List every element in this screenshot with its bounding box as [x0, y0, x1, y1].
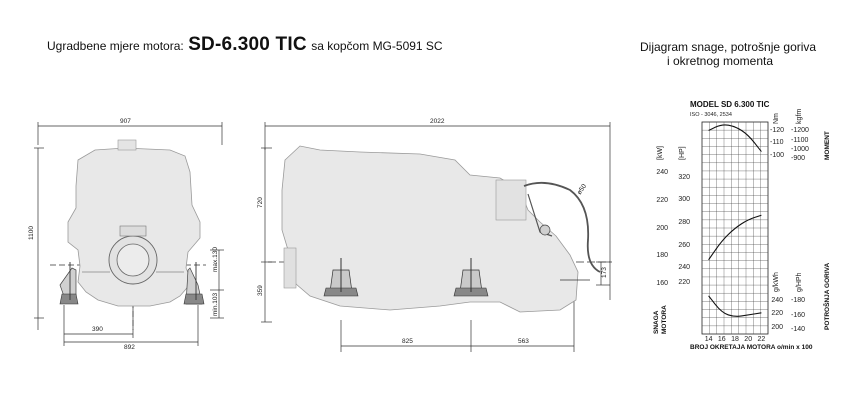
tick-gkwh: 200 — [771, 324, 783, 331]
front-view-body — [59, 139, 205, 307]
dim-base-width: 892 — [124, 344, 135, 351]
tick-kw: 200 — [656, 225, 668, 232]
tick-hp: 220 — [678, 279, 690, 286]
tick-kgfm: -1200 — [791, 127, 809, 134]
label-x-axis: BROJ OKRETAJA MOTORA o/min x 100 — [690, 344, 813, 351]
performance-diagram: MODEL SD 6.300 TIC ISO - 3046, 2534 2402… — [653, 100, 831, 351]
tick-hp: 320 — [678, 174, 690, 181]
label-motora: MOTORA — [661, 305, 668, 334]
curve-potro-nja-goriva — [708, 295, 762, 317]
label-snaga: SNAGA — [653, 310, 660, 334]
header-prefix: Ugradbene mjere motora: — [47, 39, 184, 53]
dim-offset: 173 — [601, 267, 608, 278]
dim-front-height: 1100 — [28, 226, 35, 240]
tick-hp: 280 — [678, 219, 690, 226]
tick-gkwh: 220 — [771, 310, 783, 317]
tick-kgfm: -1000 — [791, 146, 809, 153]
dim-half-width: 390 — [92, 326, 103, 333]
dim-front-width: 907 — [120, 118, 131, 125]
dim-span-2: 563 — [518, 338, 529, 345]
chart-title: Dijagram snage, potrošnje goriva i okret… — [640, 40, 817, 68]
tick-kgfm: -900 — [791, 155, 805, 162]
dim-diameter: ø50 — [576, 183, 588, 197]
tick-kw: 180 — [656, 252, 668, 259]
tick-nm: -120 — [770, 127, 784, 134]
curve-snaga-motora — [708, 214, 762, 261]
tick-hp: 260 — [678, 242, 690, 249]
tick-ghph: -180 — [791, 297, 805, 304]
side-view-body — [281, 145, 601, 313]
tick-x: 20 — [744, 336, 752, 343]
tick-x: 16 — [718, 336, 726, 343]
tick-x: 22 — [758, 336, 766, 343]
unit-hp: [HP] — [679, 146, 686, 160]
tick-nm: -110 — [770, 139, 784, 146]
header-model: SD-6.300 TIC — [188, 34, 307, 55]
unit-ghph: g/HPh — [796, 272, 803, 292]
unit-nm: Nm — [773, 113, 780, 124]
tick-x: 14 — [705, 336, 713, 343]
page-header: Ugradbene mjere motora: SD-6.300 TIC sa … — [47, 34, 443, 56]
tick-hp: 240 — [678, 264, 690, 271]
tick-hp: 300 — [678, 196, 690, 203]
dim-max-130: max.130 — [212, 247, 219, 272]
label-potrosnja: POTROŠNJA GORIVA — [822, 263, 831, 330]
tick-kw: 240 — [656, 169, 668, 176]
diagram-iso: ISO - 3046, 2534 — [690, 112, 732, 118]
tick-x: 18 — [731, 336, 739, 343]
tick-nm: -100 — [770, 152, 784, 159]
tick-kw: 220 — [656, 197, 668, 204]
unit-gkwh: g/kWh — [773, 272, 780, 292]
tick-kgfm: -1100 — [791, 137, 808, 144]
tick-kw: 160 — [656, 280, 668, 287]
diagram-curves — [708, 124, 762, 317]
label-moment: MOMENT — [824, 131, 831, 160]
curve-moment — [708, 124, 762, 153]
unit-kgfm: kgfm — [796, 109, 803, 124]
chart-title-line2: i okretnog momenta — [666, 54, 774, 68]
tick-ghph: -160 — [791, 312, 805, 319]
diagram-model: MODEL SD 6.300 TIC — [690, 100, 770, 109]
unit-kw: [kW] — [657, 146, 664, 160]
dim-side-height: 720 — [257, 197, 264, 208]
chart-title-line1: Dijagram snage, potrošnje goriva — [640, 40, 817, 54]
tick-ghph: -140 — [791, 326, 805, 333]
dim-side-length: 2022 — [430, 118, 445, 125]
dim-min-103: min.103 — [212, 292, 219, 316]
dim-span-1: 825 — [402, 338, 413, 345]
diagram-grid — [701, 121, 769, 335]
dim-side-lower: 359 — [257, 285, 264, 296]
diagram-ticks: 240 220 200 180 160 320 300 280 260 240 220 -120 -11… — [656, 127, 809, 343]
tick-gkwh: 240 — [771, 297, 783, 304]
header-suffix: sa kopčom MG-5091 SC — [311, 39, 443, 53]
